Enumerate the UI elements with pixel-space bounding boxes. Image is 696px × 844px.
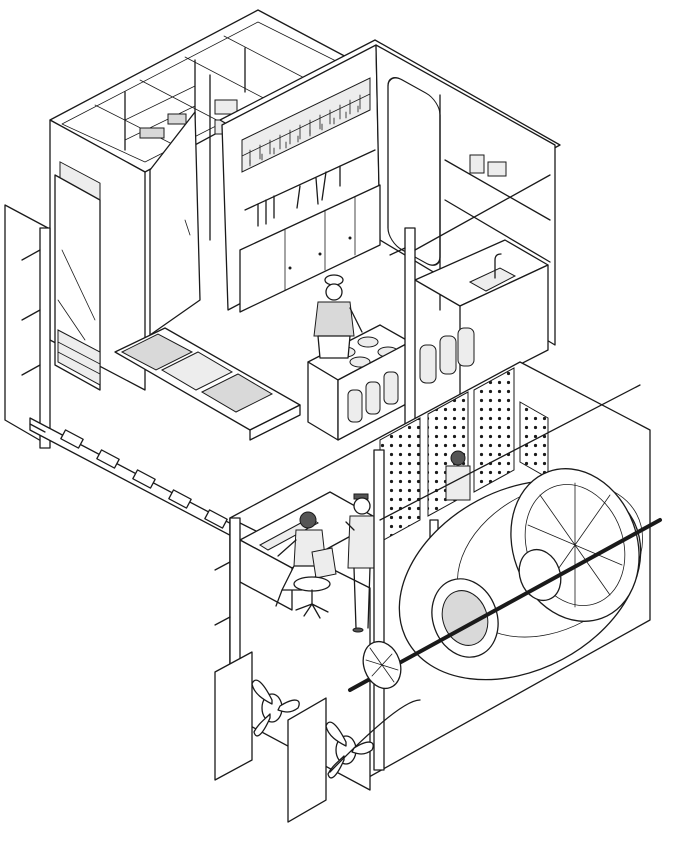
rudder-left bbox=[214, 651, 253, 781]
turbine-rotor bbox=[362, 640, 402, 690]
lower-post-2 bbox=[373, 449, 385, 771]
technician-figure bbox=[445, 450, 471, 501]
office-chair bbox=[293, 547, 337, 619]
rotor-assembly bbox=[431, 548, 562, 658]
storage-shelving bbox=[124, 47, 246, 241]
galley-module bbox=[219, 39, 561, 441]
food-tray-3 bbox=[200, 373, 274, 413]
storage-hatch-panel bbox=[149, 111, 201, 336]
drive-shaft bbox=[348, 518, 662, 692]
rudder-right bbox=[287, 697, 327, 823]
storage-module bbox=[49, 9, 353, 391]
galley-canisters bbox=[419, 327, 475, 384]
knife-rail bbox=[244, 149, 376, 227]
propulsion-module bbox=[348, 468, 662, 692]
food-prep-counter bbox=[114, 327, 301, 441]
standing-engineer-figure bbox=[345, 493, 379, 633]
galley-post-front bbox=[404, 227, 416, 429]
propulsion-fairing bbox=[329, 699, 421, 773]
food-tray-2 bbox=[160, 351, 234, 391]
galley-cabinets bbox=[239, 184, 381, 313]
sink-counter bbox=[414, 239, 549, 396]
propeller-left bbox=[251, 679, 300, 737]
stock-pots bbox=[347, 371, 399, 423]
left-frame-posts bbox=[21, 227, 51, 449]
stair-steps bbox=[57, 329, 101, 386]
spice-rack bbox=[241, 77, 371, 173]
cook-figure bbox=[313, 274, 363, 359]
propulsion-units bbox=[214, 651, 421, 823]
food-tray-1 bbox=[120, 333, 194, 371]
stove-island bbox=[307, 324, 411, 441]
